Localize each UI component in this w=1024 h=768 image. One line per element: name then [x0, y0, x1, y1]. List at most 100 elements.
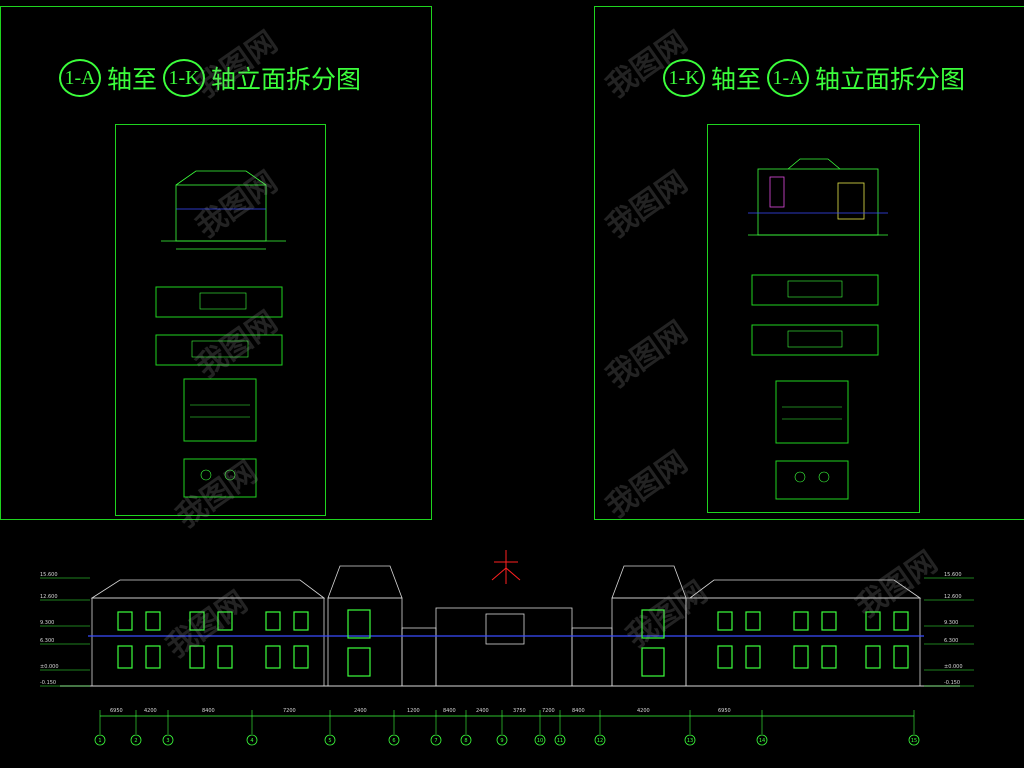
window-upper [893, 611, 909, 631]
axis-bubble [430, 734, 442, 746]
mini-roof [175, 170, 267, 186]
tower-window [347, 609, 371, 639]
dimension-label: 2400 [476, 708, 489, 714]
wall-right-tower [611, 597, 687, 687]
axis-label: 3 [166, 738, 169, 744]
axis-label: 2 [134, 738, 137, 744]
window-upper [293, 611, 309, 631]
title-tail-text: 轴立面拆分图 [211, 65, 362, 94]
detail-symbol-1 [200, 469, 212, 481]
level-label: ±0.000 [944, 664, 963, 670]
axis-label: 10 [537, 738, 543, 744]
window-lower [745, 645, 761, 669]
window-upper [865, 611, 881, 631]
dimension-label: 8400 [443, 708, 456, 714]
window-upper [145, 611, 161, 631]
axis-label: 4 [250, 738, 253, 744]
window-lower [293, 645, 309, 669]
level-label: 15.600 [944, 572, 962, 578]
axis-label: 13 [687, 738, 693, 744]
window-lower [265, 645, 281, 669]
wall-right-low [571, 627, 613, 687]
detail-window-2 [787, 330, 843, 348]
title-mid-text: 轴至 [711, 65, 762, 94]
level-label: -0.150 [40, 680, 56, 686]
sheet-left-title: 1-A 轴至 1-K 轴立面拆分图 [59, 59, 361, 97]
wall-right-wing [685, 597, 921, 687]
window-lower [821, 645, 837, 669]
mini-yellow-block [837, 182, 865, 220]
detail-symbol-2 [224, 469, 236, 481]
axis-label: 15 [911, 738, 917, 744]
axis-label: 12 [597, 738, 603, 744]
axis-marker-to: 1-K [163, 59, 206, 97]
level-label: 9.300 [944, 620, 958, 626]
axis-marker-from: 1-K [663, 59, 705, 97]
dimension-label: 7200 [542, 708, 555, 714]
window-upper [821, 611, 837, 631]
axis-bubble [756, 734, 768, 746]
axis-bubble [554, 734, 566, 746]
roof-right-wing [688, 579, 922, 599]
level-label: 12.600 [944, 594, 962, 600]
dimension-label: 8400 [572, 708, 585, 714]
sheet-right-frame [707, 124, 920, 513]
window-lower [793, 645, 809, 669]
detail-window-2 [191, 340, 249, 358]
detail-window-1 [787, 280, 843, 298]
axis-marker-from: 1-A [59, 59, 101, 97]
mini-magenta-block [769, 176, 785, 208]
central-block [435, 607, 573, 687]
sheet-left: 1-A 轴至 1-K 轴立面拆分图 [0, 6, 432, 520]
axis-bubble [130, 734, 142, 746]
detail-window-1 [199, 292, 247, 310]
detail-box-1 [155, 286, 283, 318]
detail-box-4 [183, 458, 257, 498]
mini-building-body [757, 168, 879, 236]
detail-symbol-2 [818, 471, 830, 483]
axis-bubble [594, 734, 606, 746]
tower-window [641, 647, 665, 677]
title-tail-text: 轴立面拆分图 [815, 65, 966, 94]
axis-label: 9 [500, 738, 503, 744]
roof-left-tower [327, 565, 403, 599]
window-lower [865, 645, 881, 669]
window-upper [745, 611, 761, 631]
detail-box-2 [155, 334, 283, 366]
tower-window [641, 609, 665, 639]
dimension-label: 7200 [283, 708, 296, 714]
dimension-label: 4200 [637, 708, 650, 714]
axis-marker-to: 1-A [767, 59, 810, 97]
axis-bubble [94, 734, 106, 746]
dimension-label: 3750 [513, 708, 526, 714]
axis-bubble [534, 734, 546, 746]
sheet-right-title: 1-K 轴至 1-A 轴立面拆分图 [663, 59, 965, 97]
axis-bubble [246, 734, 258, 746]
axis-label: 14 [759, 738, 765, 744]
axis-label: 8 [464, 738, 467, 744]
axis-label: 1 [98, 738, 101, 744]
axis-bubble [684, 734, 696, 746]
wall-left-wing [91, 597, 325, 687]
level-label: 15.600 [40, 572, 58, 578]
window-lower [145, 645, 161, 669]
axis-bubble [162, 734, 174, 746]
axis-bubble [908, 734, 920, 746]
right-mini-elevation [748, 158, 888, 500]
level-label: ±0.000 [40, 664, 59, 670]
axis-bubble [324, 734, 336, 746]
window-upper [189, 611, 205, 631]
detail-symbol-1 [794, 471, 806, 483]
axis-label: 6 [392, 738, 395, 744]
window-upper [265, 611, 281, 631]
dimension-label: 2400 [354, 708, 367, 714]
detail-box-1 [751, 274, 879, 306]
window-upper [793, 611, 809, 631]
axis-bubble [388, 734, 400, 746]
axis-label: 5 [328, 738, 331, 744]
mini-building-body [175, 184, 267, 242]
